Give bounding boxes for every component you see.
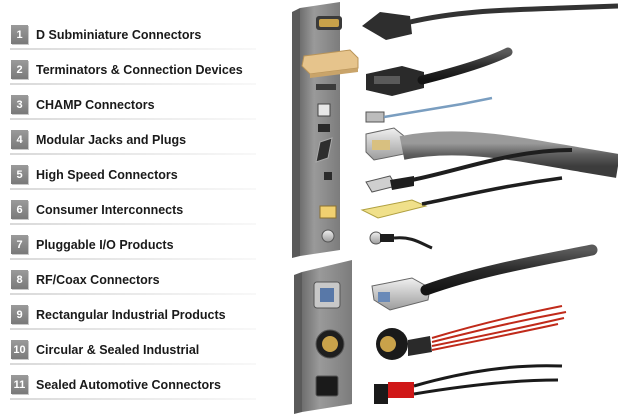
item-label: Sealed Automotive Connectors [36,377,221,392]
rectangular-industrial-icon [313,244,598,311]
high-speed-connector-icon [315,127,405,163]
item-number-badge: 5 [11,165,28,184]
menu-item-circular-sealed[interactable]: 10 Circular & Sealed Industrial [10,334,256,365]
item-label: CHAMP Connectors [36,97,155,112]
d-sub-connector-icon [316,3,618,40]
item-number-badge: 8 [11,270,28,289]
item-number-badge: 6 [11,200,28,219]
menu-item-rectangular-industrial[interactable]: 9 Rectangular Industrial Products [10,299,256,330]
menu-item-high-speed[interactable]: 5 High Speed Connectors [10,159,256,190]
connector-illustration-svg [292,2,618,414]
menu-item-modular-jacks[interactable]: 4 Modular Jacks and Plugs [10,124,256,155]
item-label: D Subminiature Connectors [36,27,202,42]
connector-category-menu: 1 D Subminiature Connectors 2 Terminator… [0,0,262,416]
item-number-badge: 1 [11,25,28,44]
menu-item-pluggable-io[interactable]: 7 Pluggable I/O Products [10,229,256,260]
item-label: Circular & Sealed Industrial [36,342,200,357]
item-label: RF/Coax Connectors [36,272,160,287]
menu-item-champ[interactable]: 3 CHAMP Connectors [10,89,256,120]
item-number-badge: 10 [11,340,28,359]
champ-connector-icon [316,47,513,96]
item-number-badge: 2 [11,60,28,79]
item-number-badge: 9 [11,305,28,324]
item-number-badge: 7 [11,235,28,254]
usb-connector-icon [324,148,573,193]
item-label: Pluggable I/O Products [36,237,174,252]
grey-cable-icon [399,131,618,178]
automotive-connector-icon [315,364,563,404]
circular-connector-icon [315,305,567,360]
item-label: Consumer Interconnects [36,202,184,217]
item-label: High Speed Connectors [36,167,178,182]
modular-jack-icon [317,96,493,132]
menu-item-d-subminiature[interactable]: 1 D Subminiature Connectors [10,19,256,50]
menu-item-sealed-automotive[interactable]: 11 Sealed Automotive Connectors [10,369,256,400]
terminator-device-icon [301,49,359,78]
upper-mounting-panel [292,2,340,258]
item-label: Rectangular Industrial Products [36,307,226,322]
connector-product-illustration [262,0,618,416]
menu-item-consumer[interactable]: 6 Consumer Interconnects [10,194,256,225]
coax-connector-icon [321,229,433,250]
item-number-badge: 11 [11,375,28,394]
item-number-badge: 3 [11,95,28,114]
menu-item-terminators[interactable]: 2 Terminators & Connection Devices [10,54,256,85]
menu-item-rf-coax[interactable]: 8 RF/Coax Connectors [10,264,256,295]
pluggable-io-icon [319,176,563,219]
item-label: Terminators & Connection Devices [36,62,243,77]
item-number-badge: 4 [11,130,28,149]
item-label: Modular Jacks and Plugs [36,132,187,147]
